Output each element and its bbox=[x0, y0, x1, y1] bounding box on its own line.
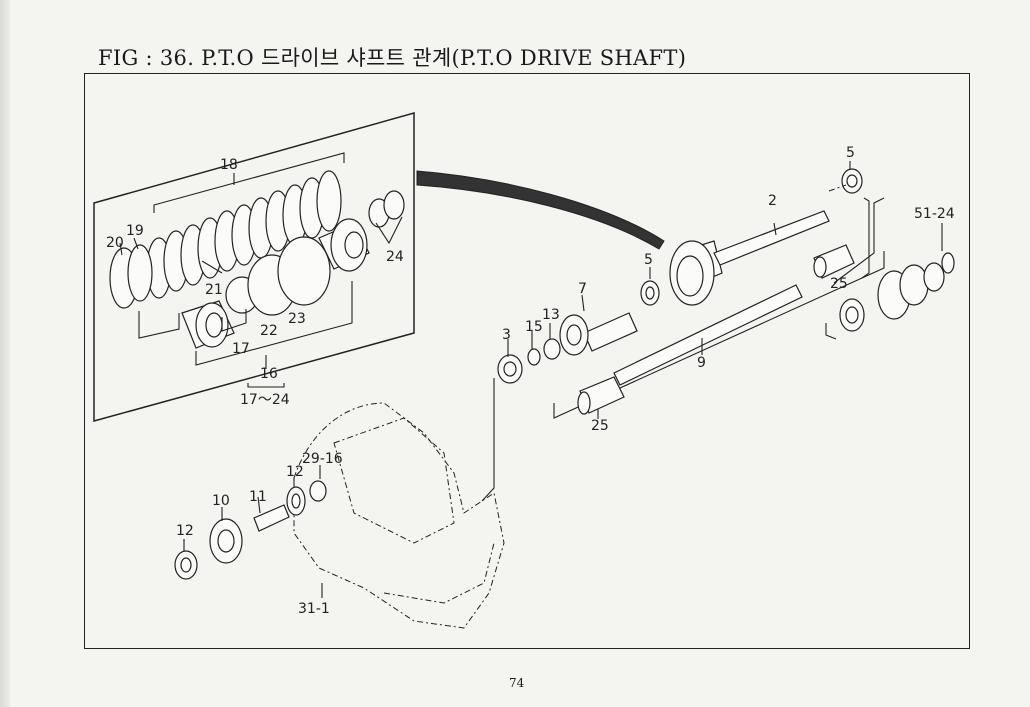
seal-ring-23b bbox=[277, 236, 331, 306]
leader-11 bbox=[257, 496, 261, 514]
clutch-drum bbox=[318, 218, 370, 272]
callout-24: 24 bbox=[386, 249, 404, 265]
bracket-9 bbox=[553, 251, 885, 419]
gear-10 bbox=[209, 518, 243, 564]
exploded-view-diagram: 18 20 19 21 22 23 24 17 16 17～24 5 2 51-… bbox=[93, 112, 955, 629]
callout-19: 19 bbox=[126, 223, 144, 239]
callout-18: 18 bbox=[220, 157, 238, 173]
callout-12-lower: 12 bbox=[176, 523, 194, 539]
callout-2: 2 bbox=[768, 193, 777, 209]
callout-25-right: 25 bbox=[830, 276, 848, 292]
shaft-11 bbox=[253, 504, 290, 532]
gear-7 bbox=[559, 312, 638, 356]
callout-5-top: 5 bbox=[846, 145, 855, 161]
bracket-lower bbox=[138, 311, 180, 339]
callout-22: 22 bbox=[260, 323, 278, 339]
bracket-18 bbox=[153, 152, 345, 213]
bracket-16 bbox=[195, 281, 353, 366]
leader-3-down bbox=[481, 378, 495, 502]
figure-title: FIG : 36. P.T.O 드라이브 샤프트 관계(P.T.O DRIVE … bbox=[98, 46, 687, 70]
connector-wedge bbox=[416, 170, 665, 250]
leader-20 bbox=[119, 242, 123, 256]
inset-box bbox=[93, 112, 415, 422]
bracket-17-24 bbox=[247, 383, 285, 388]
callout-25-lower: 25 bbox=[591, 418, 609, 434]
callout-31-1: 31-1 bbox=[298, 601, 330, 617]
ring-29-16 bbox=[309, 480, 327, 502]
callout-21: 21 bbox=[205, 282, 223, 298]
clutch-plates bbox=[146, 170, 342, 299]
case-flange bbox=[383, 542, 495, 604]
shaft-2 bbox=[713, 210, 830, 266]
ring-24b bbox=[383, 190, 405, 220]
callout-51-24: 51-24 bbox=[914, 206, 955, 222]
callout-10: 10 bbox=[212, 493, 230, 509]
bracket-right bbox=[861, 197, 870, 279]
leader-2 bbox=[773, 222, 777, 236]
callout-16: 16 bbox=[260, 366, 278, 382]
callout-13: 13 bbox=[542, 307, 560, 323]
leader-7 bbox=[581, 294, 585, 312]
leader-24 bbox=[375, 216, 403, 245]
case-inner bbox=[333, 417, 455, 544]
plate-19 bbox=[127, 244, 153, 302]
callout-5-mid: 5 bbox=[644, 252, 653, 268]
callout-7: 7 bbox=[578, 281, 587, 297]
gear-right bbox=[839, 262, 945, 332]
transmission-case bbox=[293, 402, 505, 629]
spring-21 bbox=[201, 260, 223, 274]
clutch-housing bbox=[669, 240, 723, 306]
piston-17 bbox=[181, 300, 235, 349]
callout-20: 20 bbox=[106, 235, 124, 251]
page-number: 74 bbox=[509, 676, 525, 690]
ring-15 bbox=[527, 348, 541, 366]
callout-11: 11 bbox=[249, 489, 267, 505]
shaft-9 bbox=[613, 284, 803, 386]
callout-17: 17 bbox=[232, 341, 250, 357]
bracket-17 bbox=[221, 309, 247, 332]
leader-19 bbox=[133, 237, 139, 250]
callout-23: 23 bbox=[288, 311, 306, 327]
collar-13 bbox=[543, 338, 561, 360]
callout-17-24: 17～24 bbox=[240, 392, 290, 408]
callout-29-16: 29-16 bbox=[302, 451, 343, 467]
callout-9: 9 bbox=[697, 355, 706, 371]
callout-3: 3 bbox=[502, 327, 511, 343]
diagram-frame bbox=[84, 73, 970, 649]
scan-edge bbox=[0, 0, 10, 707]
callout-12-upper: 12 bbox=[286, 464, 304, 480]
bracket-51 bbox=[833, 197, 885, 284]
shaft-51-24 bbox=[941, 252, 955, 274]
callout-15: 15 bbox=[525, 319, 543, 335]
bracket-right-lower bbox=[825, 323, 837, 340]
